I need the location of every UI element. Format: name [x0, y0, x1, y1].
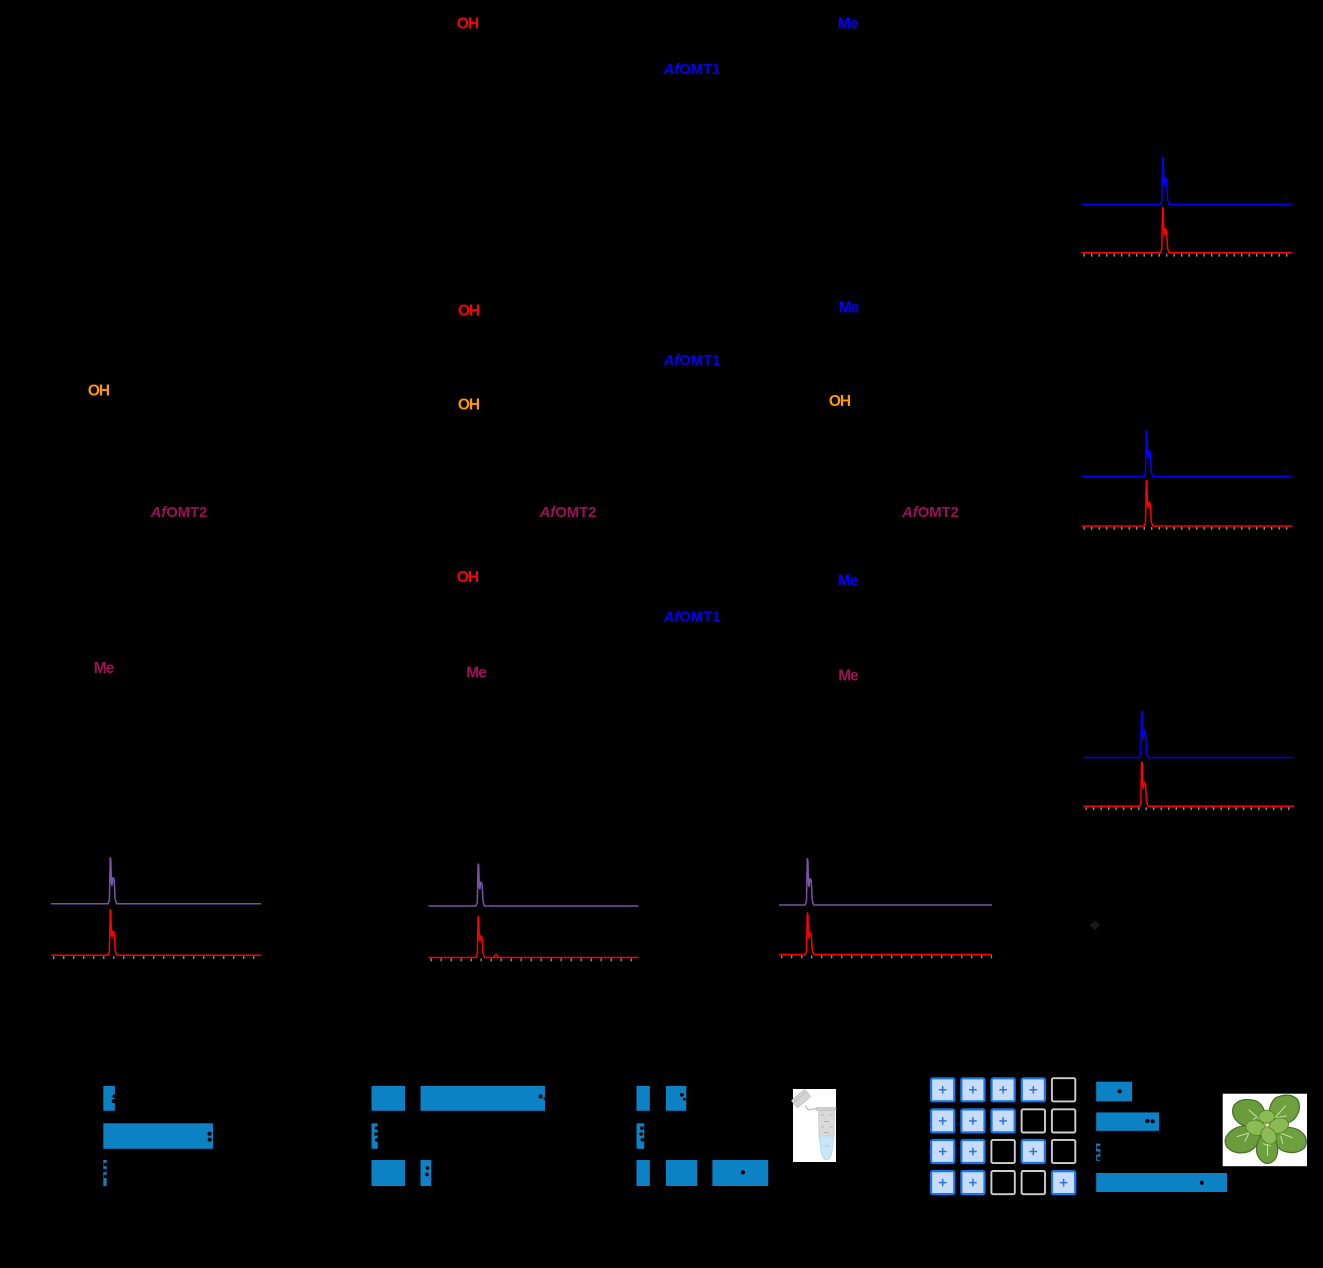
svg-text:Me: Me — [94, 660, 115, 677]
svg-text:AfOMT1: AfOMT1 — [663, 62, 721, 78]
svg-text:Me: Me — [838, 668, 859, 685]
svg-text:Me: Me — [838, 573, 859, 590]
svg-text:OH: OH — [458, 397, 480, 414]
svg-text:AfOMT2: AfOMT2 — [150, 505, 208, 521]
svg-text:OH: OH — [88, 383, 110, 400]
svg-text:OH: OH — [458, 303, 480, 320]
svg-text:Me: Me — [466, 665, 487, 682]
svg-text:AfOMT1: AfOMT1 — [663, 353, 721, 369]
svg-text:OH: OH — [829, 393, 851, 410]
svg-text:OH: OH — [457, 569, 479, 586]
svg-text:AfOMT1: AfOMT1 — [663, 609, 721, 625]
svg-text:AfOMT2: AfOMT2 — [539, 505, 597, 521]
svg-text:Me: Me — [839, 300, 860, 317]
svg-text:OH: OH — [457, 16, 479, 33]
svg-text:AfOMT2: AfOMT2 — [901, 505, 959, 521]
svg-text:Me: Me — [838, 16, 859, 33]
